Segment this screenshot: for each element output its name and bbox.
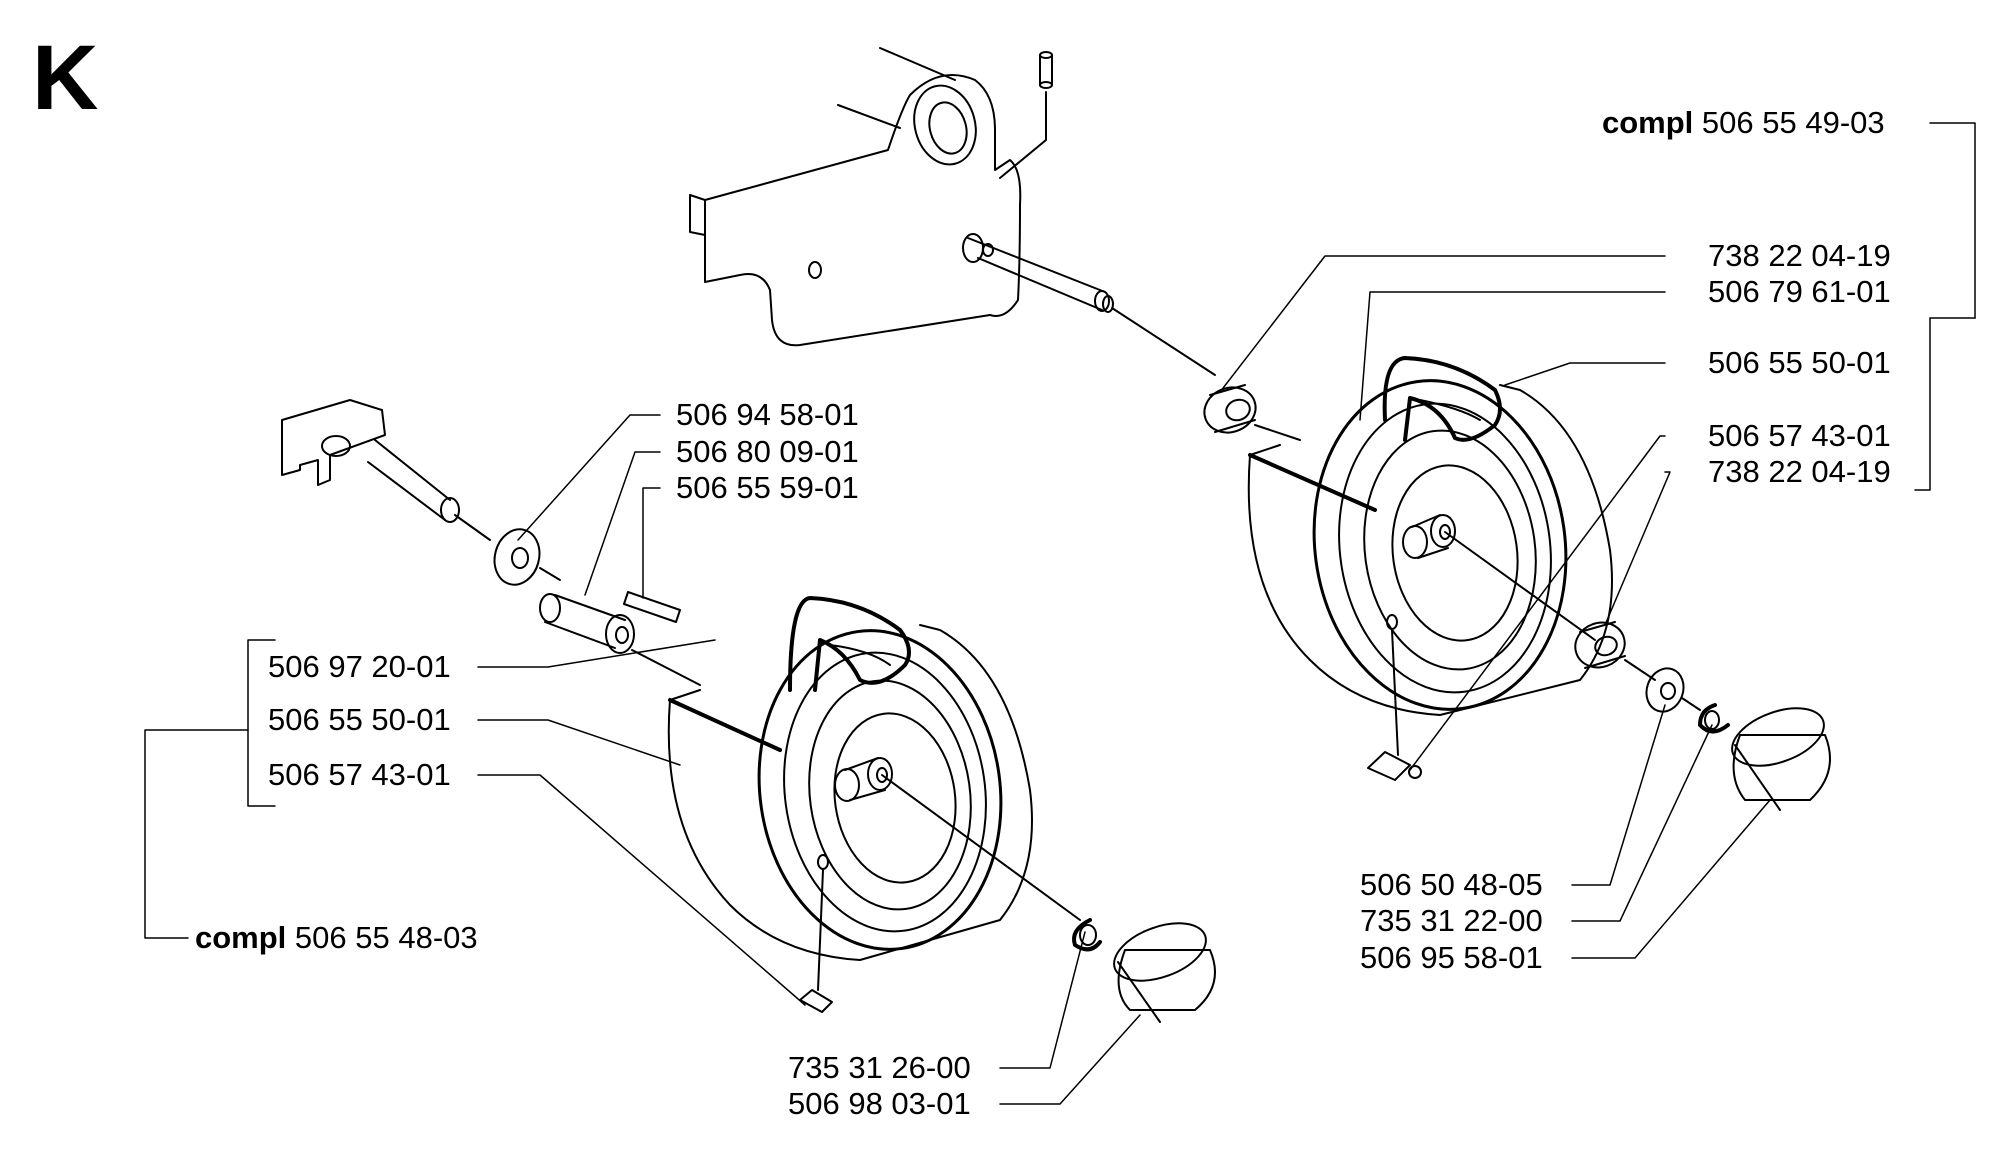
part-number: 506 55 50-01	[268, 702, 451, 737]
part-number: 506 55 59-01	[676, 470, 859, 505]
part-number: 506 79 61-01	[1708, 274, 1891, 309]
section-letter: K	[32, 27, 99, 129]
part-number: 735 31 26-00	[788, 1050, 971, 1085]
right-wheel	[1203, 356, 1831, 811]
part-number: 735 31 22-00	[1360, 903, 1543, 938]
assembly-number-left: 506 55 48-03	[294, 920, 478, 955]
part-number: 506 94 58-01	[676, 397, 859, 432]
left-axle-assembly	[281, 399, 701, 686]
leader-lines	[144, 122, 1976, 1105]
part-number: 506 57 43-01	[1708, 418, 1891, 453]
part-number: 506 57 43-01	[268, 757, 451, 792]
assembly-label-right: compl 506 55 49-03	[1602, 106, 1885, 140]
left-wheel	[667, 596, 1216, 1023]
part-number: 738 22 04-19	[1708, 238, 1891, 273]
assembly-prefix-right: compl	[1602, 105, 1694, 140]
part-number: 738 22 04-19	[1708, 454, 1891, 489]
part-number: 506 55 50-01	[1708, 345, 1891, 380]
part-number: 506 80 09-01	[676, 434, 859, 469]
assembly-number-right: 506 55 49-03	[1701, 105, 1885, 140]
part-number: 506 50 48-05	[1360, 867, 1543, 902]
assembly-label-left: compl 506 55 48-03	[195, 921, 478, 955]
assembly-prefix-left: compl	[195, 920, 287, 955]
part-number: 506 97 20-01	[268, 649, 451, 684]
part-number: 506 98 03-01	[788, 1086, 971, 1121]
mounting-bracket	[689, 47, 1216, 376]
part-number: 506 95 58-01	[1360, 940, 1543, 975]
